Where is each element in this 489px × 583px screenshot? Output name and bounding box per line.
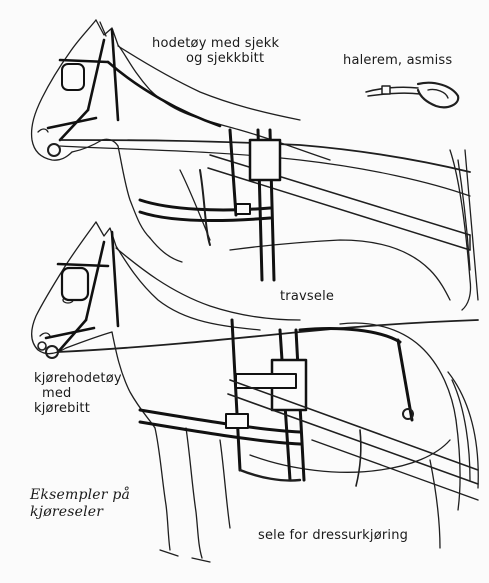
examples-caption-line2: kjøreseler [30,504,130,521]
crupper-drawing [366,83,458,108]
driving-bridle-label-line2: med [34,386,122,401]
tail-strap-label: halerem, asmiss [343,53,452,68]
examples-caption: Eksempler på kjøreseler [30,487,130,521]
headstall-label: hodetøy med sjekk og sjekkbitt [152,36,279,66]
driving-bridle-label-line3: kjørebitt [34,401,122,416]
driving-bridle-label: kjørehodetøy med kjørebitt [34,371,122,416]
examples-caption-line1: Eksempler på [30,487,130,504]
headstall-label-line2: og sjekkbitt [152,51,279,66]
driving-bridle-label-line1: kjørehodetøy [34,371,122,386]
headstall-label-line1: hodetøy med sjekk [152,36,279,51]
dressage-harness-label: sele for dressurkjøring [258,528,408,543]
trotting-harness-label: travsele [280,289,334,304]
